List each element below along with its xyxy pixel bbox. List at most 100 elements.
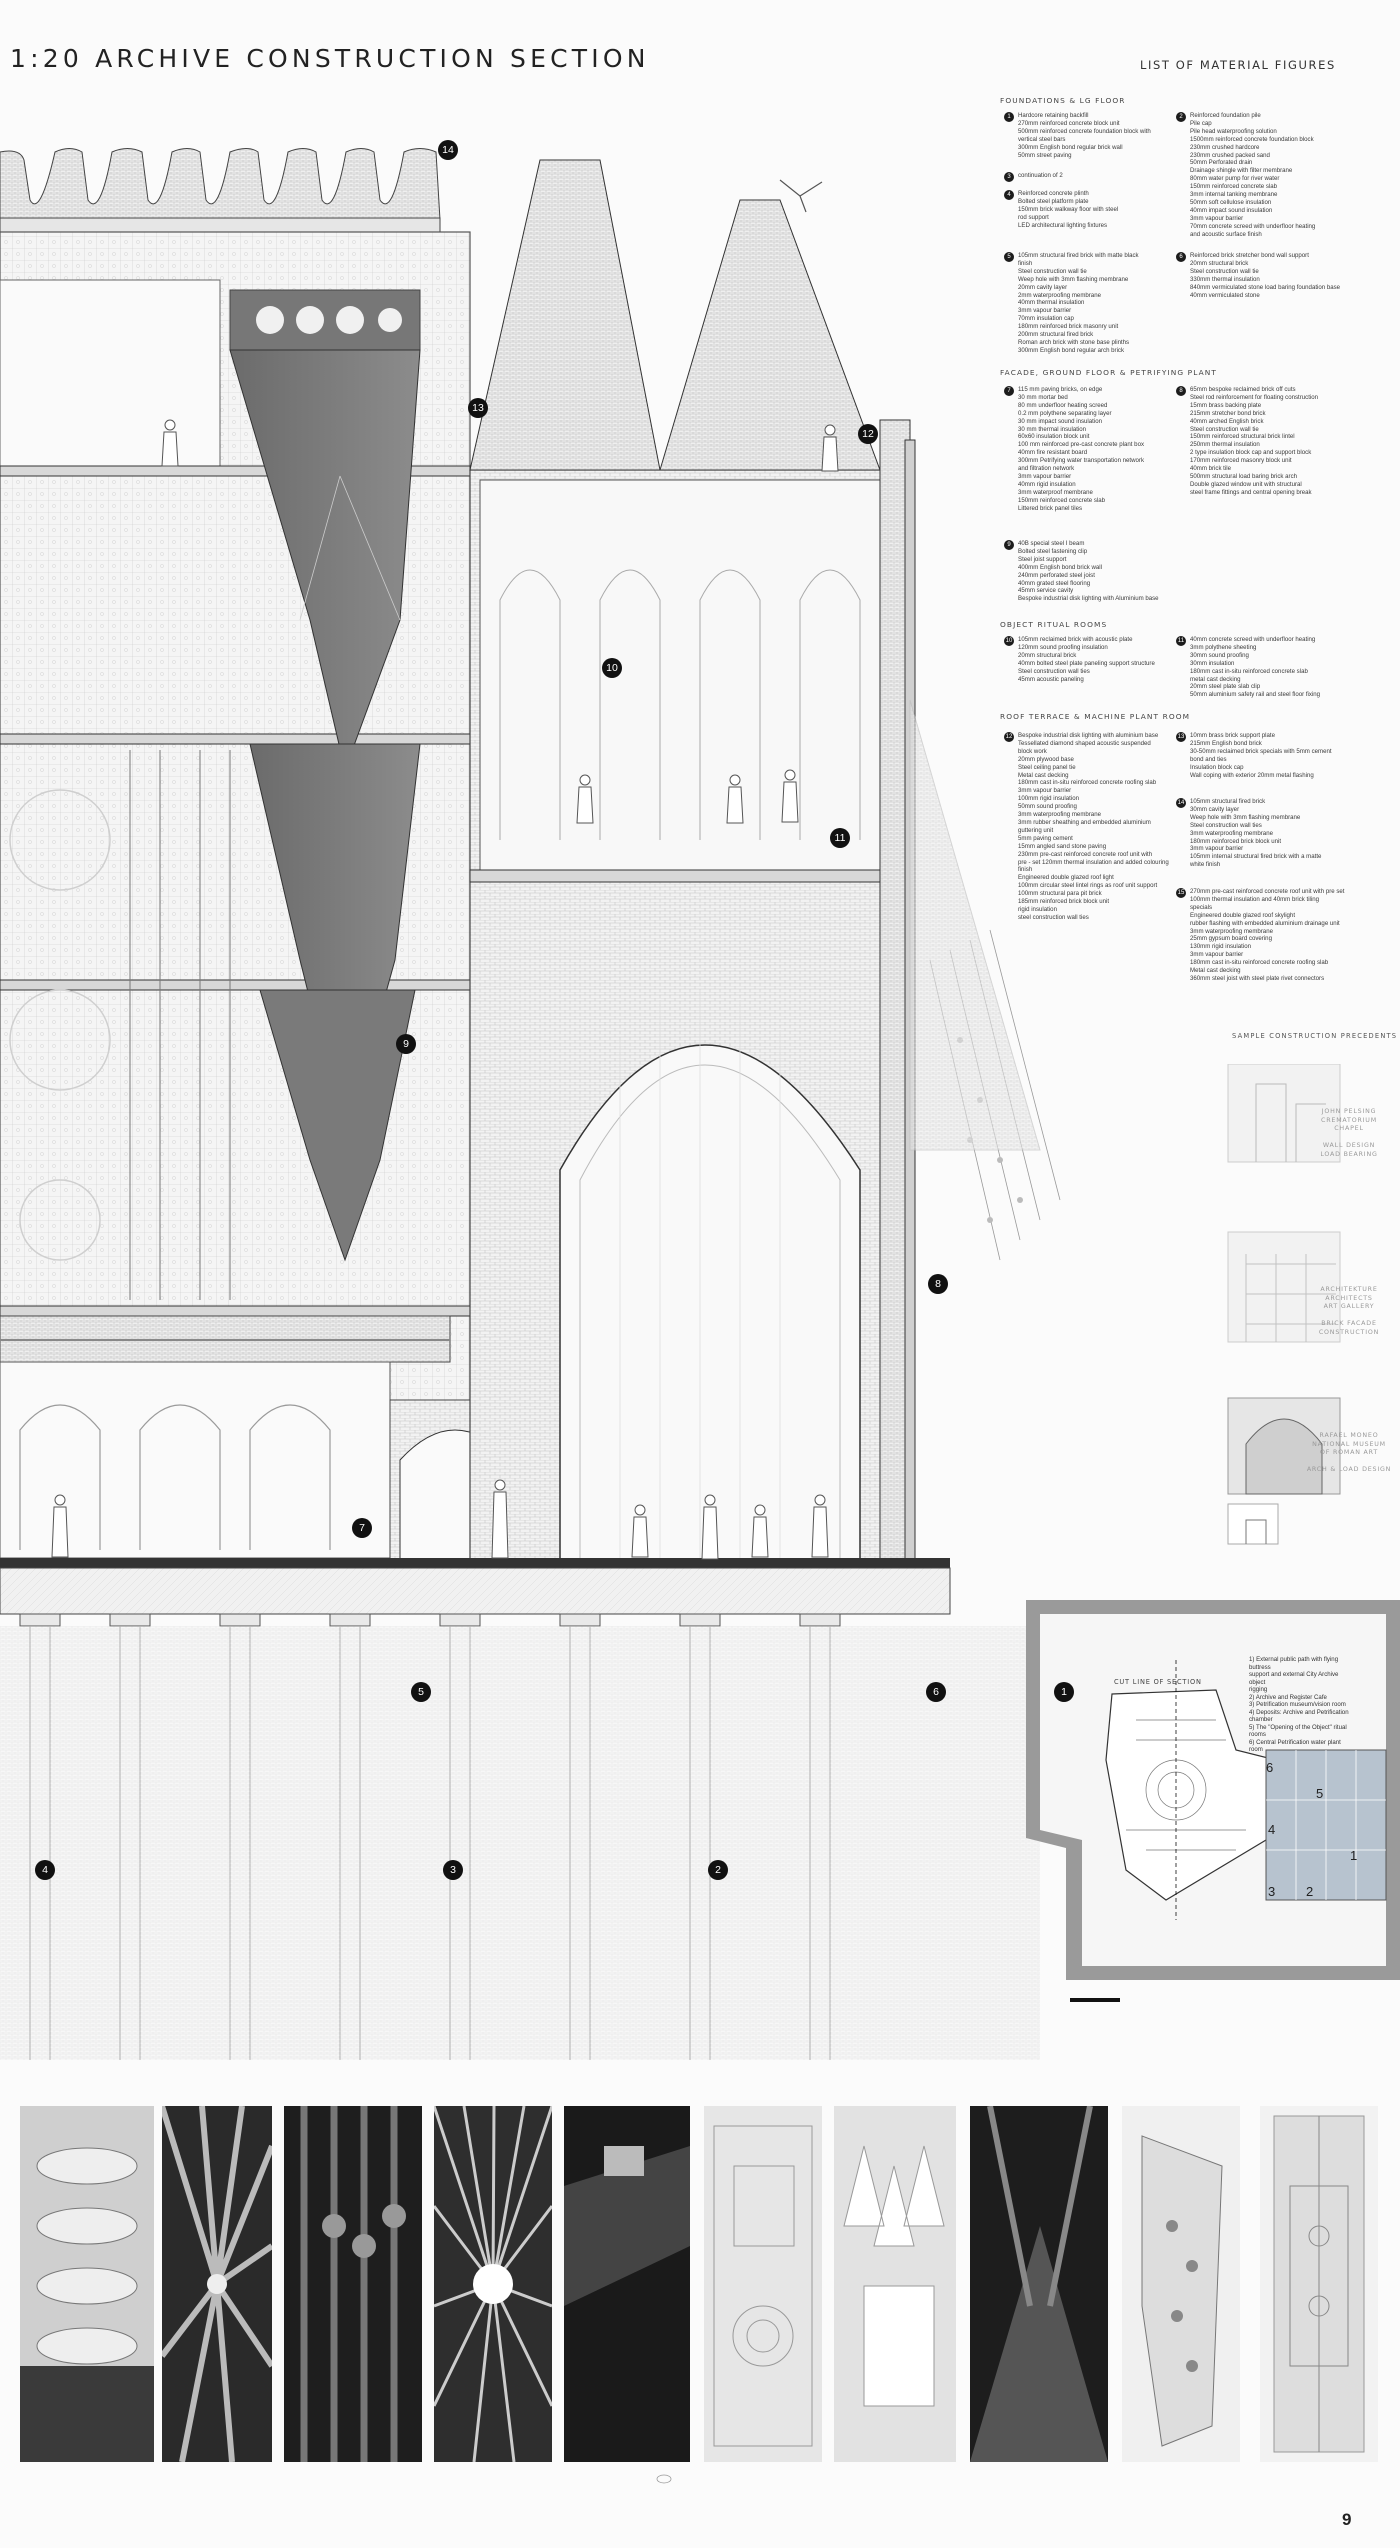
material-line: steel construction wall ties bbox=[1018, 913, 1089, 921]
material-line: white finish bbox=[1190, 861, 1221, 869]
material-line: block work bbox=[1018, 747, 1047, 755]
material-line: 30mm insulation bbox=[1190, 659, 1235, 667]
legend-line: 2) Archive and Register Cafe bbox=[1249, 1693, 1327, 1701]
material-line: Pile head waterproofing solution bbox=[1190, 127, 1277, 135]
material-line: 3mm rubber sheathing and embedded alumin… bbox=[1018, 818, 1151, 826]
material-number: 3 bbox=[1004, 172, 1014, 182]
cut-line-plan bbox=[1026, 1600, 1400, 1980]
section-tag-12: 12 bbox=[858, 424, 878, 444]
material-line: 270mm pre-cast reinforced concrete roof … bbox=[1190, 888, 1345, 895]
material-line: 20mm steel plate slab clip bbox=[1190, 683, 1261, 691]
legend-line: 1) External public path with flying butt… bbox=[1249, 1656, 1339, 1671]
material-7: 7 115 mm paving bricks, on edge 30 mm mo… bbox=[1004, 386, 1186, 513]
material-number: 6 bbox=[1176, 252, 1186, 262]
precedent-label-3: RAFAEL MONEO NATIONAL MUSEUM OF ROMAN AR… bbox=[1306, 1432, 1392, 1474]
material-line: and acoustic surface finish bbox=[1190, 230, 1262, 238]
material-line: 330mm thermal insulation bbox=[1190, 275, 1260, 283]
material-line: 15mm angled sand stone paving bbox=[1018, 842, 1107, 850]
material-12: 12 Bespoke industrial disk lighting with… bbox=[1004, 732, 1186, 922]
material-line: 3mm vapour barrier bbox=[1018, 787, 1072, 795]
cut-line-legend: 1) External public path with flying butt… bbox=[1249, 1656, 1349, 1754]
section-tag-14: 14 bbox=[438, 140, 458, 160]
material-line: 45mm acoustic paneling bbox=[1018, 675, 1084, 683]
material-line: 180mm reinforced brick masonry unit bbox=[1018, 323, 1119, 331]
material-line: 40mm impact sound insulation bbox=[1190, 206, 1273, 214]
material-line: 3mm vapour barrier bbox=[1190, 951, 1244, 959]
material-number: 4 bbox=[1004, 190, 1014, 200]
material-line: Reinforced foundation pile bbox=[1190, 112, 1261, 119]
material-line: 3mm vapour barrier bbox=[1018, 472, 1072, 480]
material-line: 40mm fire resistant board bbox=[1018, 449, 1088, 457]
legend-line: 4) Deposits: Archive and Petrification bbox=[1249, 1708, 1349, 1716]
facade-heading: FACADE, GROUND FLOOR & PETRIFYING PLANT bbox=[1000, 368, 1218, 377]
precedent-label-1: JOHN PELSING CREMATORIUM CHAPEL WALL DES… bbox=[1320, 1108, 1378, 1158]
precedent-label-2: ARCHITEKTURE ARCHITECTS ART GALLERY BRIC… bbox=[1318, 1286, 1380, 1336]
material-line: Steel construction wall tie bbox=[1190, 267, 1259, 275]
material-line: steel frame fittings and central opening… bbox=[1190, 488, 1312, 496]
material-line: 100mm rigid insulation bbox=[1018, 795, 1079, 803]
legend-line: 5) The "Opening of the Object" ritual ro… bbox=[1249, 1723, 1347, 1739]
roof-heading: ROOF TERRACE & MACHINE PLANT ROOM bbox=[1000, 712, 1191, 721]
render-model-roofs bbox=[834, 2106, 956, 2462]
section-tag-5: 5 bbox=[411, 1682, 431, 1702]
legend-line: 6) Central Petrification water plant roo… bbox=[1249, 1738, 1341, 1754]
material-line: 5mm paving cement bbox=[1018, 834, 1073, 842]
material-line: Engineered double glazed roof light bbox=[1018, 874, 1114, 882]
section-tag-13: 13 bbox=[468, 398, 488, 418]
material-line: 70mm insulation cap bbox=[1018, 315, 1074, 323]
material-line: and filtration network bbox=[1018, 465, 1075, 473]
material-line: 300mm Petrifying water transportation ne… bbox=[1018, 457, 1144, 465]
material-line: Pile cap bbox=[1190, 119, 1212, 127]
material-4: 4 Reinforced concrete plinth Bolted stee… bbox=[1004, 190, 1186, 230]
render-fan-vault bbox=[162, 2106, 272, 2462]
material-line: rubber flashing with embedded aluminium … bbox=[1190, 919, 1340, 927]
plan-number-5: 5 bbox=[1316, 1786, 1324, 1801]
material-line: pre - set 120mm thermal insulation and a… bbox=[1018, 858, 1169, 866]
material-line: 25mm gypsum board covering bbox=[1190, 935, 1272, 943]
construction-section-drawing bbox=[0, 148, 1120, 2060]
material-line: 40mm grated steel flooring bbox=[1018, 579, 1091, 587]
materials-title: LIST OF MATERIAL FIGURES bbox=[1140, 58, 1336, 72]
material-line: 250mm thermal insulation bbox=[1190, 441, 1260, 449]
material-15: 15 270mm pre-cast reinforced concrete ro… bbox=[1176, 888, 1358, 983]
material-line: 40B special steel I beam bbox=[1018, 540, 1085, 547]
material-line: Steel ceiling panel tie bbox=[1018, 763, 1076, 771]
material-line: metal cast decking bbox=[1190, 675, 1241, 683]
material-line: 840mm vermiculated stone load baring fou… bbox=[1190, 283, 1341, 291]
material-line: Roman arch brick with stone base plinths bbox=[1018, 338, 1130, 346]
plan-number-3: 3 bbox=[1268, 1884, 1276, 1899]
render-model-plan bbox=[704, 2106, 822, 2462]
section-tag-9: 9 bbox=[396, 1034, 416, 1054]
material-line: 500mm reinforced concrete foundation blo… bbox=[1018, 127, 1151, 135]
material-line: Drainage shingle with filter membrane bbox=[1190, 167, 1293, 175]
material-line: 0.2 mm polythene separating layer bbox=[1018, 409, 1112, 417]
material-line: 30mm sound proofing bbox=[1190, 651, 1249, 659]
material-number: 5 bbox=[1004, 252, 1014, 262]
material-line: 2mm waterproofing membrane bbox=[1018, 291, 1101, 299]
material-number: 2 bbox=[1176, 112, 1186, 122]
material-line: Bespoke industrial disk lighting with Al… bbox=[1018, 595, 1159, 603]
section-tag-7: 7 bbox=[352, 1518, 372, 1538]
material-line: 40mm thermal insulation bbox=[1018, 299, 1085, 307]
material-line: bond and ties bbox=[1190, 755, 1227, 763]
material-line: Tessellated diamond shaped acoustic susp… bbox=[1018, 739, 1151, 747]
material-line: Steel construction wall tie bbox=[1190, 425, 1259, 433]
material-line: Weep hole with 3mm flashing membrane bbox=[1018, 275, 1129, 283]
material-line: specials bbox=[1190, 903, 1213, 911]
material-number: 10 bbox=[1004, 636, 1014, 646]
material-line: 300mm English bond regular brick wall bbox=[1018, 143, 1123, 151]
material-line: Bolted steel fastening clip bbox=[1018, 547, 1088, 555]
material-line: guttering unit bbox=[1018, 826, 1054, 834]
material-line: Engineered double glazed roof skylight bbox=[1190, 911, 1296, 919]
material-line: 3mm vapour barrier bbox=[1018, 307, 1072, 315]
material-line: Steel construction wall tie bbox=[1018, 267, 1087, 275]
material-line: 20mm structural brick bbox=[1190, 259, 1249, 267]
material-line: 45mm service cavity bbox=[1018, 587, 1074, 595]
material-line: 3mm waterproof membrane bbox=[1018, 488, 1093, 496]
material-line: LED architectural lighting fixtures bbox=[1018, 221, 1108, 229]
render-pipe-forest bbox=[284, 2106, 422, 2462]
material-line: 50mm aluminium safety rail and steel flo… bbox=[1190, 691, 1321, 699]
ritual-heading: OBJECT RITUAL ROOMS bbox=[1000, 620, 1108, 629]
render-dark-perspective bbox=[970, 2106, 1108, 2462]
material-line: 3mm waterproofing membrane bbox=[1190, 927, 1273, 935]
